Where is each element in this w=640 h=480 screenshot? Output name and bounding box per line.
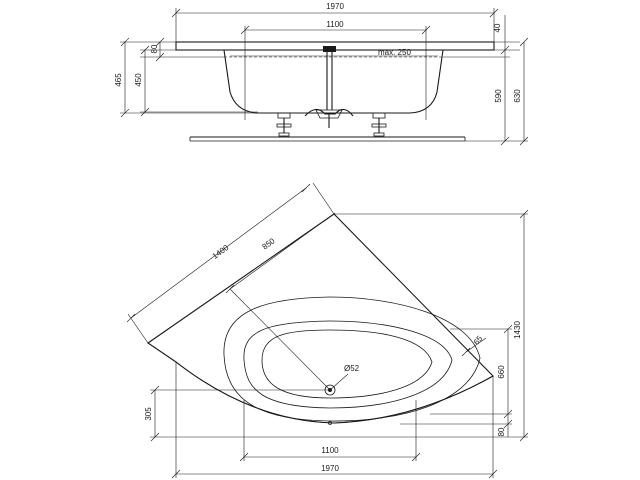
outer-basin: [223, 296, 481, 422]
label-depth-inner: 450: [134, 73, 143, 87]
tub-body: [223, 49, 444, 114]
label-rim-offset: 65: [472, 334, 485, 347]
label-inner-depth: 660: [497, 365, 506, 379]
label-rim-thickness: 40: [493, 23, 502, 32]
right-foot: [371, 112, 387, 137]
plan-view: 1400 850 Ø52 65 1430 660: [126, 182, 529, 479]
label-bottom-rim: 80: [497, 427, 506, 436]
label-plan-width: 1970: [321, 464, 339, 473]
label-side-length: 1400: [211, 243, 231, 261]
dim-line-diagonal-inner: [229, 288, 331, 391]
left-foot: [276, 112, 292, 137]
label-diagonal-inner: 850: [260, 236, 277, 251]
label-inner-width: 1100: [321, 446, 339, 455]
drain: Ø52: [324, 364, 360, 396]
label-plan-height: 1430: [513, 321, 522, 339]
label-water-depth: max. 250: [378, 48, 411, 57]
label-height-total: 630: [513, 89, 522, 103]
label-width-total: 1970: [326, 2, 344, 11]
inner-basin: [243, 320, 453, 409]
dim-line-side-length: [130, 187, 307, 319]
label-drain-offset: 305: [144, 407, 153, 421]
side-view: 1970 1100 max. 250 40 465 450: [114, 2, 529, 146]
overflow-drain-fitting: [304, 46, 354, 128]
basin-floor: [261, 329, 433, 399]
label-drain-distance: 1100: [326, 20, 344, 29]
label-rim-depth: 80: [150, 44, 159, 53]
label-drain-diameter: Ø52: [344, 364, 360, 373]
label-depth-outer: 465: [114, 73, 123, 87]
label-height-inner: 590: [494, 89, 503, 103]
